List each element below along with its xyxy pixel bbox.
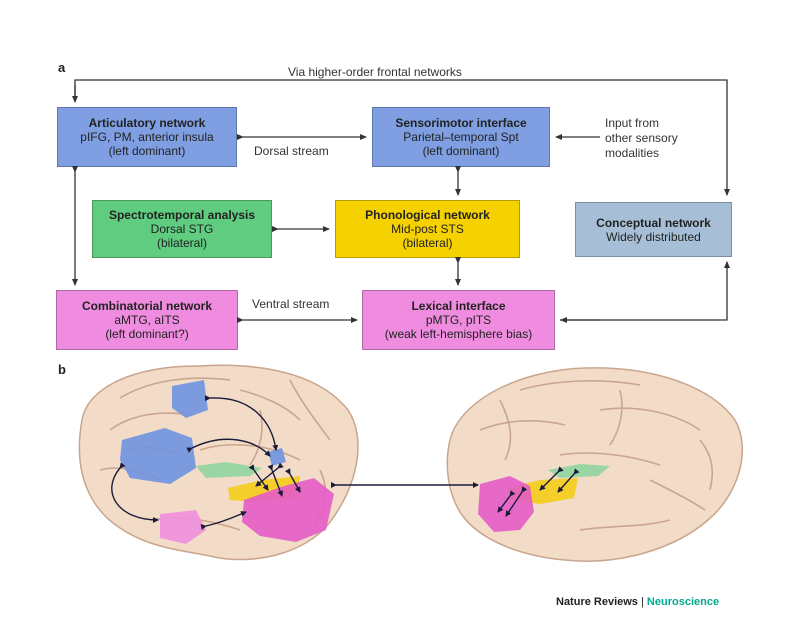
right-hemisphere xyxy=(446,367,744,562)
spectrotemporal-analysis-line-1: Dorsal STG xyxy=(150,222,214,236)
journal-section: Neuroscience xyxy=(646,596,720,608)
input-note-line-1: Input from xyxy=(605,116,660,130)
journal-separator: | xyxy=(641,596,644,608)
lexical-interface-line-1: pMTG, pITS xyxy=(425,313,492,327)
left-sensorimotor-region xyxy=(172,380,208,418)
right-hemisphere-outline xyxy=(446,367,744,562)
panel-a-label: a xyxy=(58,60,66,75)
journal-credit: Nature Reviews | Neuroscience xyxy=(556,596,719,608)
articulatory-network-box: Articulatory network pIFG, PM, anterior … xyxy=(57,107,237,167)
input-note: Input from other sensory modalities xyxy=(605,116,678,161)
combinatorial-network-title: Combinatorial network xyxy=(81,299,212,313)
panel-b-label: b xyxy=(58,362,66,377)
lexical-interface-box: Lexical interface pMTG, pITS (weak left-… xyxy=(362,290,555,350)
lexical-interface-line-2: (weak left-hemisphere bias) xyxy=(384,327,533,341)
ventral-stream-label: Ventral stream xyxy=(252,297,330,311)
conceptual-network-line-1: Widely distributed xyxy=(606,229,701,244)
lexical-interface-title: Lexical interface xyxy=(411,299,506,313)
articulatory-network-line-1: pIFG, PM, anterior insula xyxy=(80,130,214,144)
sensorimotor-interface-line-2: (left dominant) xyxy=(422,144,500,158)
journal-name: Nature Reviews xyxy=(556,596,638,608)
left-atl-region xyxy=(160,510,206,544)
top-feedback-label: Via higher-order frontal networks xyxy=(288,65,462,79)
combinatorial-network-line-1: aMTG, aITS xyxy=(114,313,180,327)
conceptual-network-title: Conceptual network xyxy=(596,215,711,230)
left-hemisphere xyxy=(78,364,359,561)
combinatorial-network-box: Combinatorial network aMTG, aITS (left d… xyxy=(56,290,238,350)
input-note-line-3: modalities xyxy=(605,146,660,160)
input-note-line-2: other sensory xyxy=(605,131,678,145)
left-stg-region xyxy=(196,462,262,478)
sensorimotor-interface-line-1: Parietal–temporal Spt xyxy=(403,130,519,144)
spectrotemporal-analysis-line-2: (bilateral) xyxy=(156,236,207,250)
spectrotemporal-analysis-box: Spectrotemporal analysis Dorsal STG (bil… xyxy=(92,200,272,258)
phonological-network-box: Phonological network Mid-post STS (bilat… xyxy=(335,200,520,258)
combinatorial-network-line-2: (left dominant?) xyxy=(105,327,189,341)
left-spt-region xyxy=(268,448,286,466)
left-mtg-region xyxy=(242,478,334,542)
dorsal-stream-label: Dorsal stream xyxy=(254,144,329,158)
phonological-network-line-2: (bilateral) xyxy=(402,236,453,250)
lexical-conceptual-arrow xyxy=(560,261,730,321)
articulatory-network-line-2: (left dominant) xyxy=(108,144,186,158)
phonological-network-title: Phonological network xyxy=(365,208,490,222)
conceptual-network-box: Conceptual network Widely distributed xyxy=(575,202,732,257)
spectrotemporal-analysis-title: Spectrotemporal analysis xyxy=(108,208,256,222)
phonological-network-line-1: Mid-post STS xyxy=(391,222,464,236)
articulatory-network-title: Articulatory network xyxy=(88,116,206,130)
sensorimotor-interface-title: Sensorimotor interface xyxy=(395,116,527,130)
sensorimotor-interface-box: Sensorimotor interface Parietal–temporal… xyxy=(372,107,550,167)
